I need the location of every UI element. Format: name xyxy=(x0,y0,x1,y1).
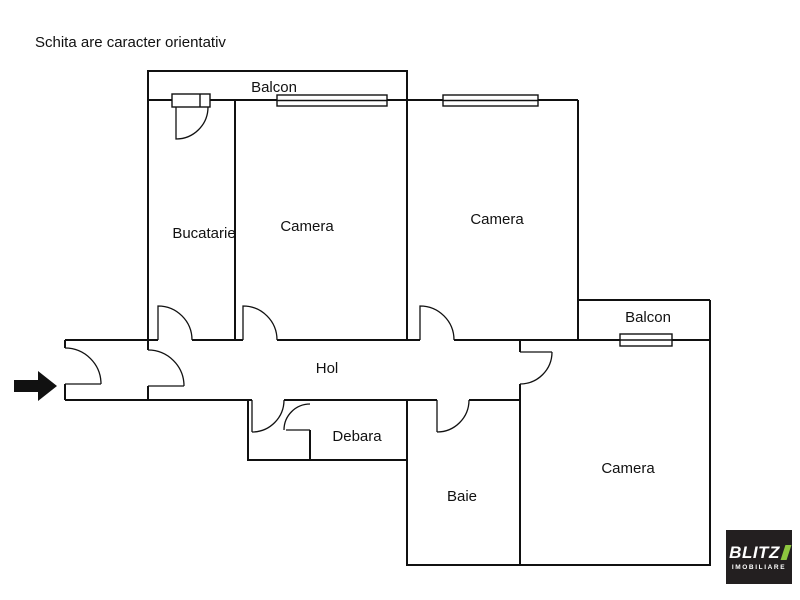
debara-outline xyxy=(247,400,407,461)
logo-brand-text: BLITZ xyxy=(729,542,780,562)
disclaimer-text: Schita are caracter orientativ xyxy=(35,34,226,51)
room-label-camera-3: Camera xyxy=(601,460,655,477)
door-debara xyxy=(251,399,285,433)
balcony-top-outline xyxy=(147,70,408,100)
bottom-block-outline xyxy=(406,300,711,566)
balcony-door-frame xyxy=(171,93,211,108)
entrance-arrow-icon xyxy=(14,371,57,401)
doors xyxy=(64,106,553,433)
room-label-debara: Debara xyxy=(332,428,382,445)
room-label-camera-2: Camera xyxy=(470,211,524,228)
door-baie xyxy=(436,399,470,433)
room-label-baie: Baie xyxy=(447,488,477,505)
room-label-hol: Hol xyxy=(316,360,339,377)
room-label-camera-1: Camera xyxy=(280,218,334,235)
logo-top-row: BLITZ xyxy=(729,542,792,562)
entrance-door xyxy=(64,347,102,385)
vestibule-door xyxy=(147,349,185,387)
door-camera-3 xyxy=(519,351,553,385)
agency-logo: BLITZ IMOBILIARE xyxy=(726,530,792,584)
door-bucatarie xyxy=(157,305,193,341)
logo-green-slash-icon xyxy=(780,544,792,560)
balcony-door-swing xyxy=(175,106,209,140)
logo-subtitle-text: IMOBILIARE xyxy=(731,563,787,571)
door-camera-1 xyxy=(242,305,278,341)
room-label-balcon-top: Balcon xyxy=(251,79,297,96)
room-label-balcon-right: Balcon xyxy=(625,309,671,326)
room-labels: Balcon Bucatarie Camera Camera Hol Balco… xyxy=(172,79,671,505)
room-label-bucatarie: Bucatarie xyxy=(172,225,235,242)
door-debara-inner xyxy=(283,403,311,431)
door-camera-2 xyxy=(419,305,455,341)
windows xyxy=(171,93,673,347)
balcony-right-outline xyxy=(520,299,710,341)
walls xyxy=(64,70,711,566)
